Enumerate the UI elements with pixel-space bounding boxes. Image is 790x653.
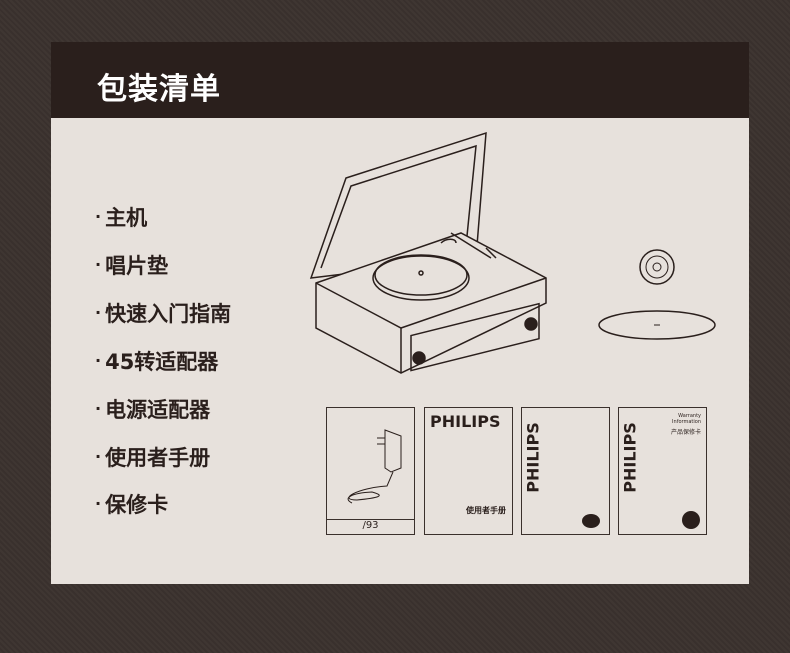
header-bar: 包装清单 [51, 42, 749, 118]
power-adapter-icon [347, 429, 402, 504]
quick-start-card: PHILIPS [521, 407, 610, 535]
list-item: ·唱片垫 [95, 254, 169, 278]
list-item: ·主机 [95, 206, 148, 230]
list-item: ·快速入门指南 [95, 302, 232, 326]
power-adapter-card: /93 [326, 407, 415, 535]
disc-accessories-illustration [598, 249, 716, 340]
philips-logo: PHILIPS [620, 422, 640, 493]
warranty-cn: 产品保修卡 [670, 429, 701, 436]
content-panel: ·主机 ·唱片垫 ·快速入门指南 ·45转适配器 ·电源适配器 ·使用者手册 ·… [51, 118, 749, 584]
globe-icon [682, 511, 700, 529]
list-item: ·电源适配器 [95, 398, 211, 422]
adapter-label: /93 [327, 519, 414, 534]
manual-title: 使用者手册 [466, 506, 506, 515]
list-item: ·45转适配器 [95, 350, 219, 374]
warranty-card: PHILIPS Warranty Information 产品保修卡 [618, 407, 707, 535]
list-item: ·使用者手册 [95, 446, 211, 470]
philips-logo: PHILIPS [430, 412, 501, 431]
turntable-illustration [309, 131, 547, 374]
help-icon [582, 514, 600, 528]
45-adapter-icon [639, 249, 675, 285]
page-title: 包装清单 [97, 72, 221, 107]
list-item: ·保修卡 [95, 493, 169, 517]
user-manual-card: PHILIPS 使用者手册 [424, 407, 513, 535]
philips-logo: PHILIPS [523, 422, 543, 493]
warranty-en: Warranty Information [672, 413, 701, 425]
slipmat-icon [598, 310, 716, 340]
